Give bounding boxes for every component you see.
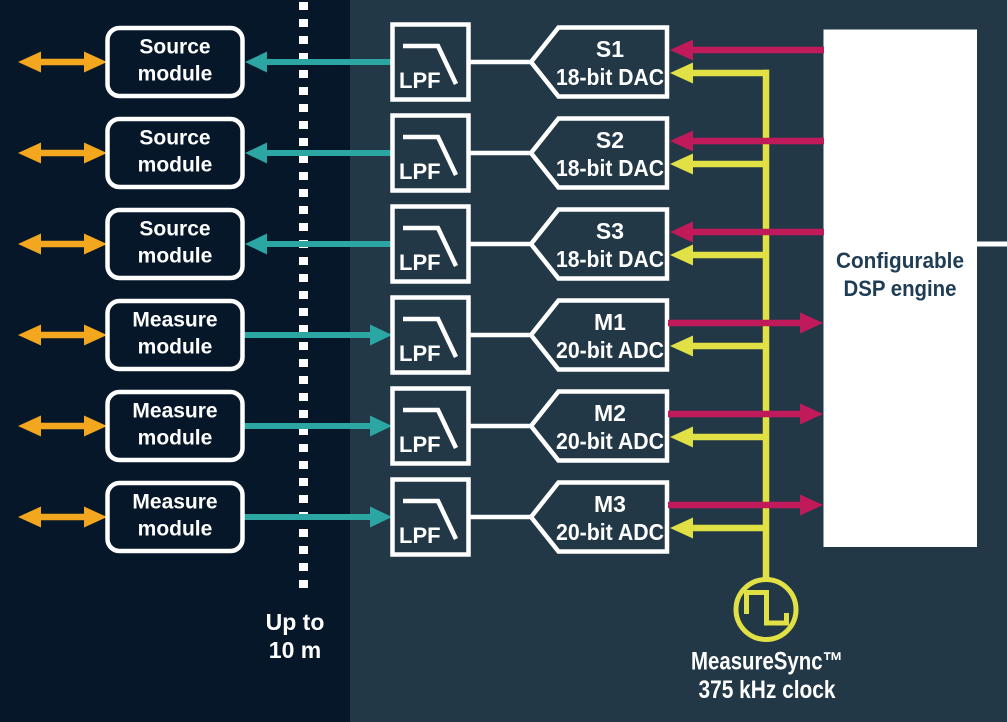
converter-id: S2 <box>596 127 624 153</box>
module-label-line2: module <box>138 427 213 450</box>
converter-type: 18-bit DAC <box>556 155 664 181</box>
module-label-line1: Measure <box>132 400 217 423</box>
dsp-label-line1: Configurable <box>836 248 964 273</box>
lpf-label: LPF <box>399 341 441 366</box>
dsp-right-connector-line <box>977 241 1007 247</box>
converter-id: M2 <box>594 400 626 426</box>
row-m1: Measure module LPF M1 20-bit ADC <box>18 298 823 373</box>
converter-id: S1 <box>596 36 624 62</box>
dsp-engine-box <box>823 29 977 547</box>
converter-type: 20-bit ADC <box>556 519 664 545</box>
distance-label-line2: 10 m <box>269 637 321 663</box>
measuresync-clock: MeasureSync™ 375 kHz clock <box>691 577 843 704</box>
converter-type: 20-bit ADC <box>556 428 664 454</box>
converter-type: 18-bit DAC <box>556 246 664 272</box>
converter-id: S3 <box>596 218 624 244</box>
row-s1: Source module LPF S1 18-bit DAC <box>18 25 824 100</box>
row-s2: Source module LPF S2 18-bit DAC <box>18 116 824 191</box>
lpf-label: LPF <box>399 250 441 275</box>
converter-type: 20-bit ADC <box>556 337 664 363</box>
row-m2: Measure module LPF M2 20-bit ADC <box>18 389 823 464</box>
module-label-line1: Source <box>139 127 210 150</box>
lpf-label: LPF <box>399 523 441 548</box>
module-label-line1: Measure <box>132 309 217 332</box>
converter-type: 18-bit DAC <box>556 64 664 90</box>
module-label-line2: module <box>138 336 213 359</box>
clock-label-line1: MeasureSync™ <box>691 648 843 676</box>
distance-label-line1: Up to <box>266 609 325 635</box>
module-label-line2: module <box>138 63 213 86</box>
row-m3: Measure module LPF M3 20-bit ADC <box>18 480 823 555</box>
dsp-label-line2: DSP engine <box>844 276 957 301</box>
converter-id: M3 <box>594 491 626 517</box>
module-label-line1: Source <box>139 218 210 241</box>
clock-circle-icon <box>733 577 799 642</box>
row-s3: Source module LPF S3 18-bit DAC <box>18 207 824 282</box>
square-wave-icon <box>744 590 789 626</box>
module-label-line2: module <box>138 154 213 177</box>
module-label-line2: module <box>138 518 213 541</box>
module-label-line2: module <box>138 245 213 268</box>
module-label-line1: Measure <box>132 491 217 514</box>
lpf-label: LPF <box>399 432 441 457</box>
lpf-label: LPF <box>399 159 441 184</box>
converter-id: M1 <box>594 309 626 335</box>
module-label-line1: Source <box>139 36 210 59</box>
lpf-label: LPF <box>399 68 441 93</box>
clock-label-line2: 375 kHz clock <box>699 676 836 704</box>
